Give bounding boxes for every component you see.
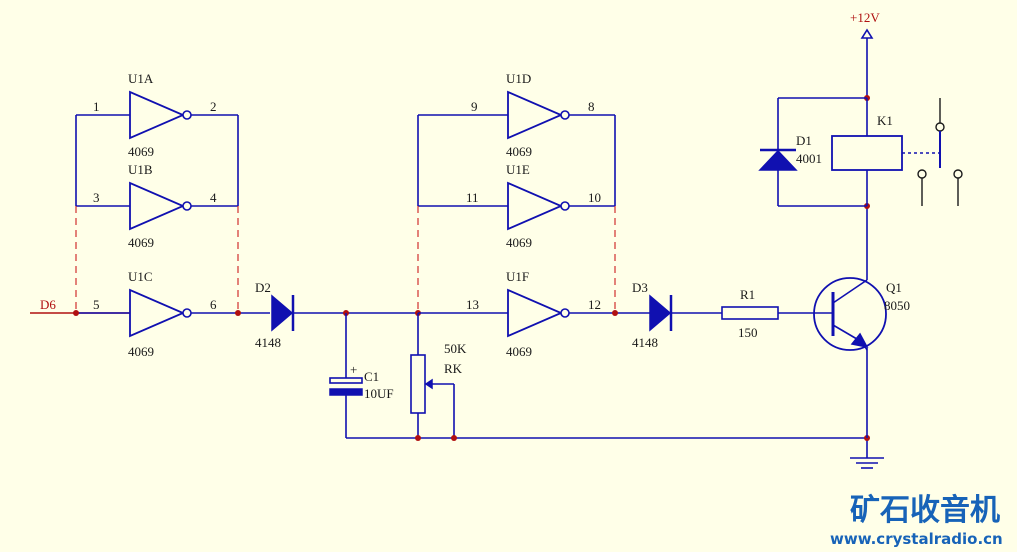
- u1e-pin-in: 11: [466, 190, 479, 205]
- u1c-pin-out: 6: [210, 297, 217, 312]
- power-supply: +12V: [850, 10, 880, 98]
- u1f-part: 4069: [506, 344, 532, 359]
- u1a-pin-out: 2: [210, 99, 217, 114]
- u1c-pin-in: 5: [93, 297, 100, 312]
- diode-icon: [271, 294, 294, 332]
- d2-name: D2: [255, 280, 271, 295]
- u1d-pin-in: 9: [471, 99, 478, 114]
- inverter-bubble-icon: [182, 201, 192, 211]
- supply-arrow-icon: [860, 28, 874, 39]
- d1-name: D1: [796, 133, 812, 148]
- r1-name: R1: [740, 287, 755, 302]
- brand-name: 矿石收音机: [850, 493, 1000, 528]
- u1a-part: 4069: [128, 144, 154, 159]
- potentiometer-rk: 50K RK: [410, 310, 467, 438]
- relay-coil-icon: [831, 135, 903, 171]
- k1-name: K1: [877, 113, 893, 128]
- q1-name: Q1: [886, 280, 902, 295]
- resistor-icon: [721, 306, 779, 320]
- u1e-part: 4069: [506, 235, 532, 250]
- rk-value: 50K: [444, 341, 467, 356]
- inverter-bubble-icon: [560, 308, 570, 318]
- d2-part: 4148: [255, 335, 281, 350]
- u1b-part: 4069: [128, 235, 154, 250]
- rk-name: RK: [444, 361, 463, 376]
- ground: [850, 438, 884, 469]
- u1b-name: U1B: [128, 162, 153, 177]
- u1c-name: U1C: [128, 269, 153, 284]
- transistor-q1: Q1 8050: [813, 206, 910, 438]
- transistor-icon: [813, 277, 887, 351]
- input-label: D6: [40, 297, 56, 312]
- capacitor-icon: [329, 377, 363, 384]
- u1d-name: U1D: [506, 71, 531, 86]
- u1a-pin-in: 1: [93, 99, 100, 114]
- c1-name: C1: [364, 369, 379, 384]
- d1-part: 4001: [796, 151, 822, 166]
- gate-u1b: U1B 4069 3 4: [76, 162, 238, 250]
- diode-d3: D3 4148: [632, 280, 722, 350]
- u1b-pin-out: 4: [210, 190, 217, 205]
- u1f-pin-in: 13: [466, 297, 479, 312]
- u1f-name: U1F: [506, 269, 529, 284]
- capacitor-c1: + C1 10UF: [329, 310, 394, 438]
- inverter-bubble-icon: [182, 110, 192, 120]
- diode-icon: [758, 149, 798, 171]
- relay-contact-icon: [935, 122, 945, 132]
- gate-u1a: U1A 4069 1 2: [76, 71, 238, 159]
- u1e-pin-out: 10: [588, 190, 601, 205]
- potentiometer-icon: [410, 354, 426, 414]
- u1a-name: U1A: [128, 71, 154, 86]
- d3-name: D3: [632, 280, 648, 295]
- gate-u1d: U1D 4069 9 8: [418, 71, 615, 159]
- c1-part: 10UF: [364, 386, 394, 401]
- u1e-name: U1E: [506, 162, 530, 177]
- c1-polarity: +: [350, 362, 357, 377]
- brand-watermark: 矿石收音机 www.crystalradio.cn: [830, 493, 1003, 548]
- resistor-r1: R1 150: [721, 287, 832, 340]
- q1-part: 8050: [884, 298, 910, 313]
- u1c-part: 4069: [128, 344, 154, 359]
- gate-u1c: D6 U1C 4069 5 6: [30, 269, 270, 359]
- diode-d1: D1 4001: [758, 95, 870, 209]
- d3-part: 4148: [632, 335, 658, 350]
- u1d-part: 4069: [506, 144, 532, 159]
- u1d-pin-out: 8: [588, 99, 595, 114]
- supply-label: +12V: [850, 10, 880, 25]
- gate-u1e: U1E 4069 11 10: [418, 162, 615, 250]
- brand-url: www.crystalradio.cn: [830, 530, 1003, 548]
- diode-icon: [649, 294, 672, 332]
- diode-d2: D2 4148: [255, 280, 418, 350]
- u1b-pin-in: 3: [93, 190, 100, 205]
- inverter-bubble-icon: [182, 308, 192, 318]
- r1-value: 150: [738, 325, 758, 340]
- inverter-bubble-icon: [560, 201, 570, 211]
- u1f-pin-out: 12: [588, 297, 601, 312]
- gate-u1f: U1F 4069 13 12: [418, 269, 650, 359]
- inverter-bubble-icon: [560, 110, 570, 120]
- relay-k1: K1: [831, 98, 963, 206]
